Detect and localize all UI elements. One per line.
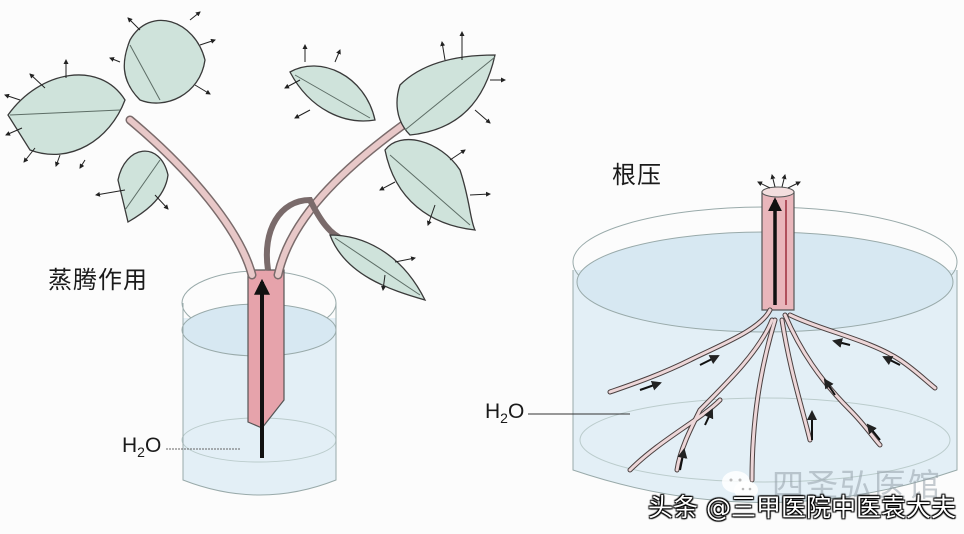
absorption-arrows xyxy=(639,338,901,471)
watermark-main: 头条 @三甲医院中医袁大夫 xyxy=(648,493,956,522)
leaves xyxy=(7,19,496,302)
evaporation-arrows xyxy=(4,11,506,291)
watermark-faint: 四圣弘医馆 xyxy=(772,466,943,504)
root-pressure-label: 根压 xyxy=(612,161,662,189)
stem xyxy=(247,269,285,429)
water-label-left: H2O xyxy=(122,434,162,460)
water-label-right: H2O xyxy=(485,400,525,426)
cut-stem xyxy=(761,191,795,311)
transpiration-figure xyxy=(4,11,506,496)
root-pressure-figure xyxy=(528,174,958,503)
wechat-icon xyxy=(722,471,758,499)
transpiration-label: 蒸腾作用 xyxy=(48,266,148,294)
